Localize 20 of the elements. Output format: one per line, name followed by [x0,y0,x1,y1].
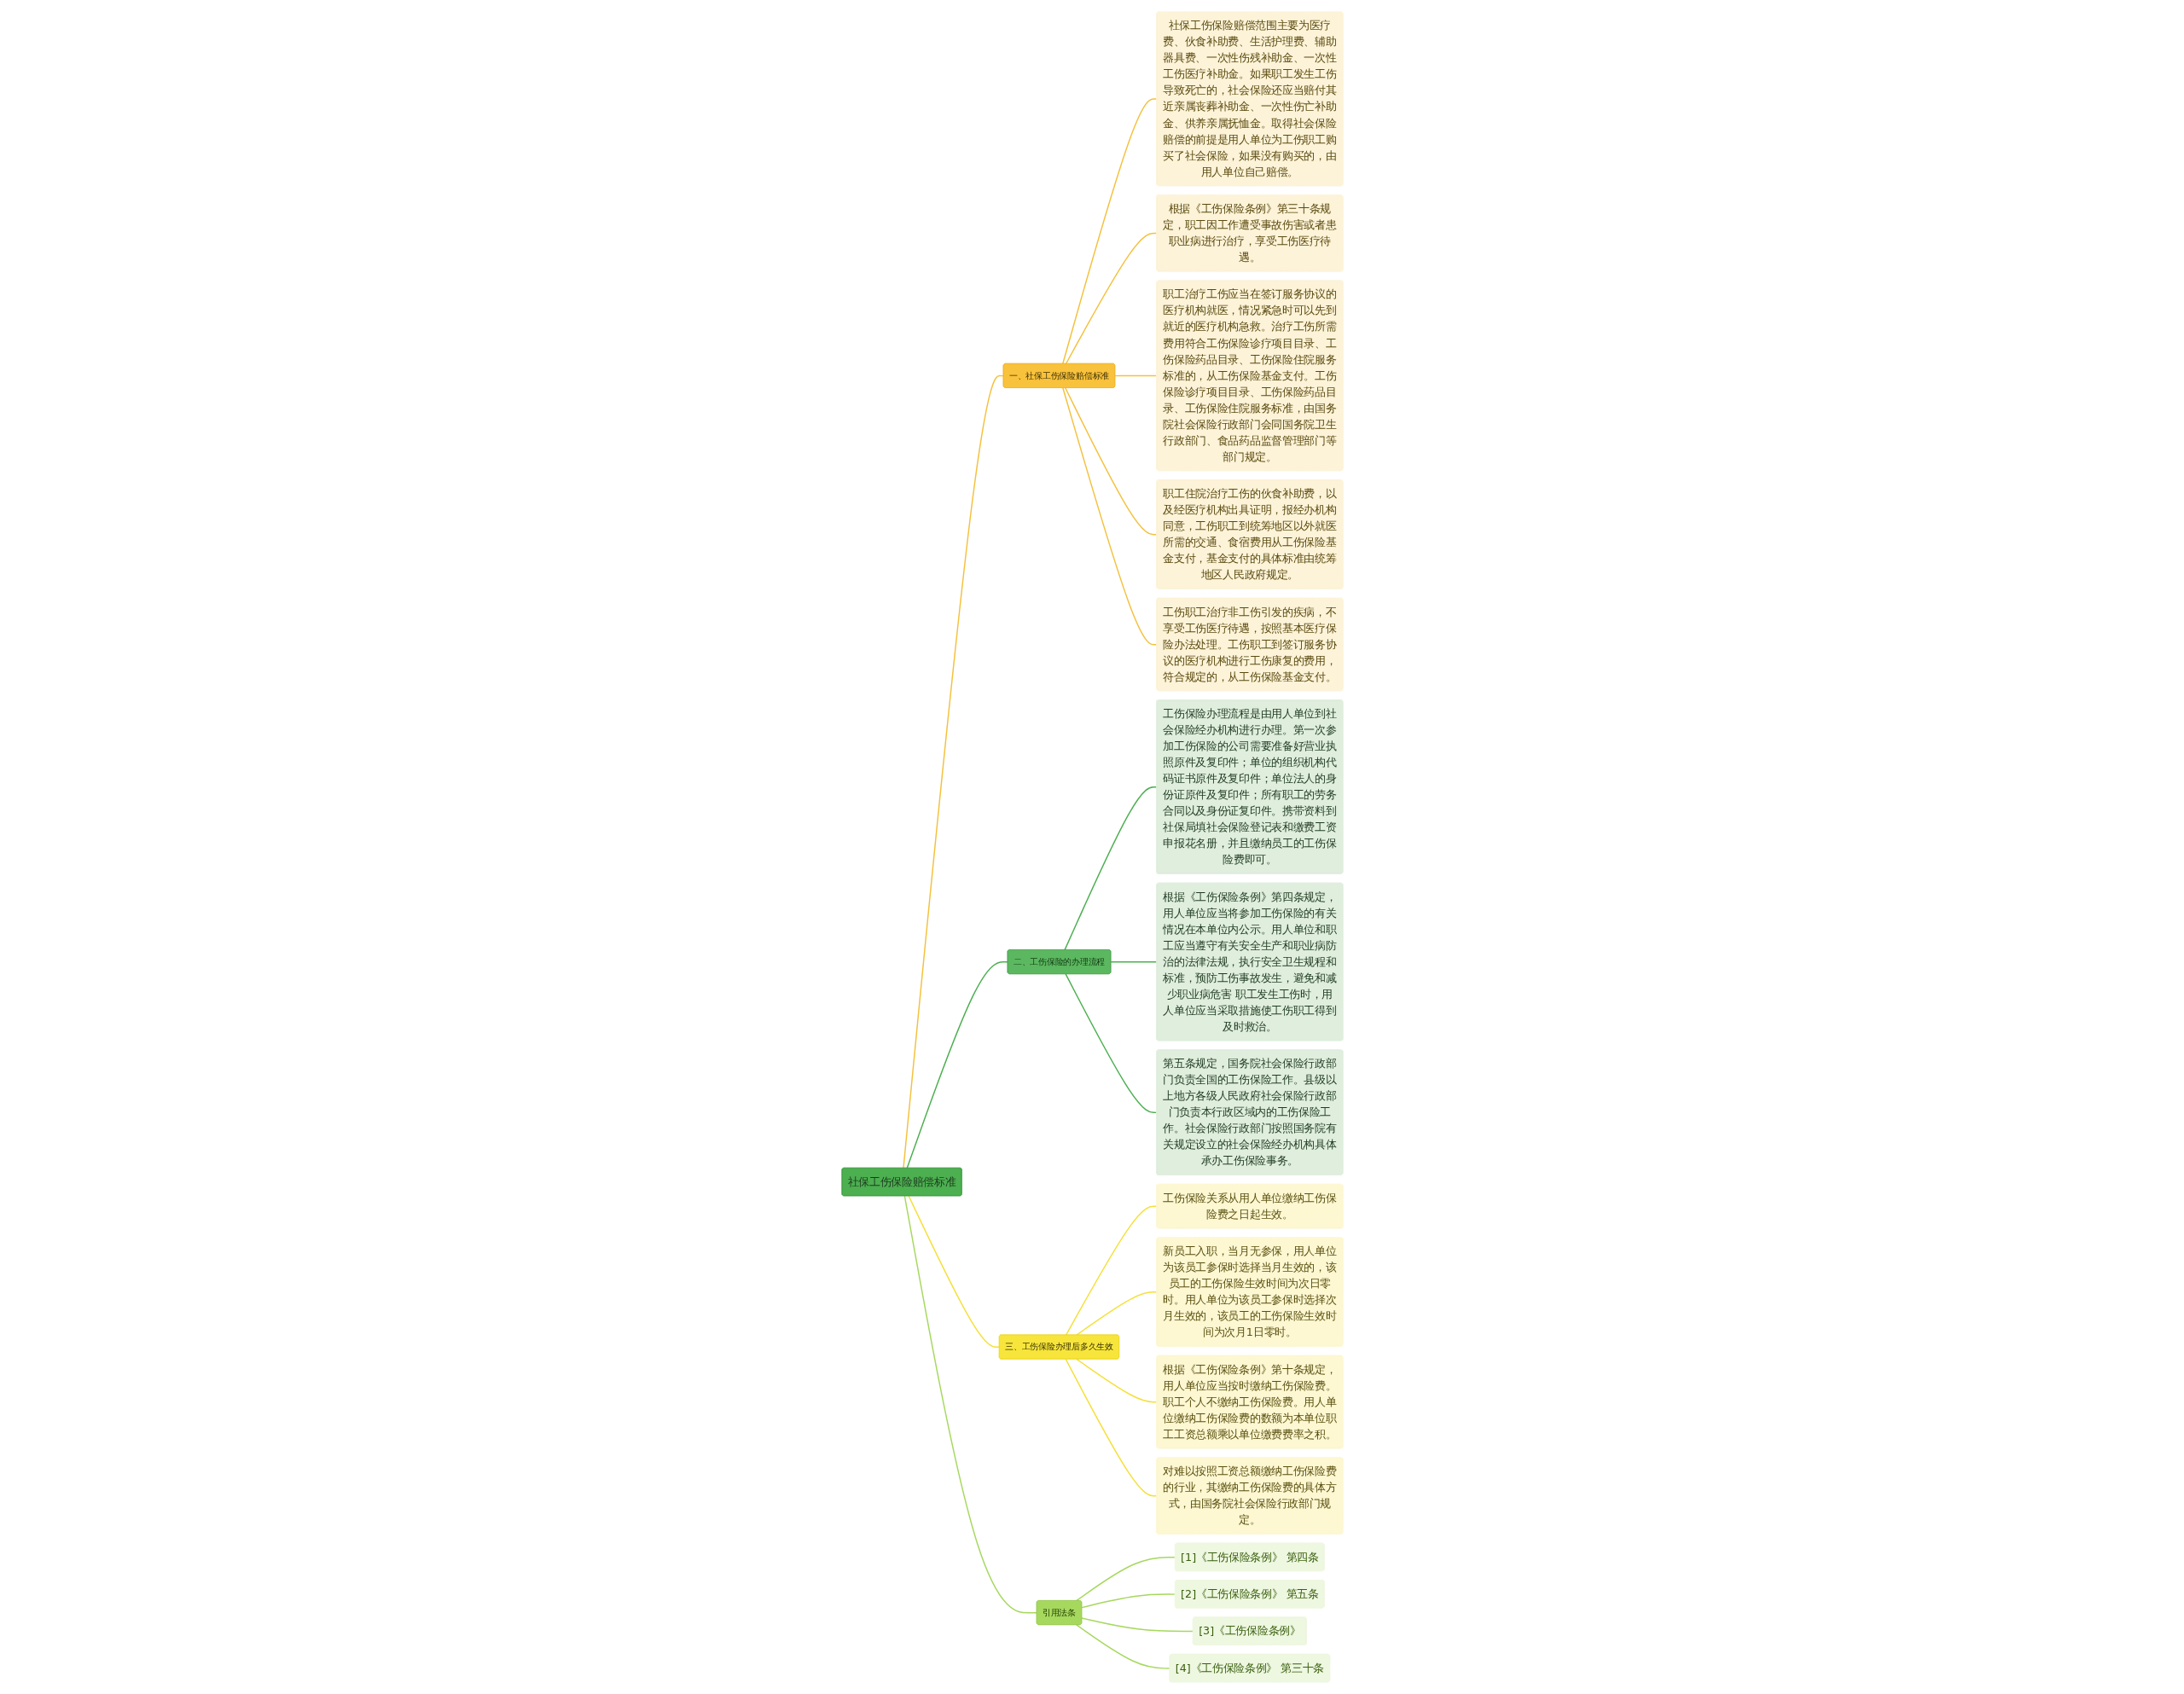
connector [1061,98,1158,365]
connector [906,961,1008,1169]
connector [1065,232,1158,365]
connector [1065,1205,1158,1336]
connector [1075,1358,1158,1403]
connector [1075,1291,1158,1336]
connector [1075,1556,1176,1602]
connector [1075,1624,1170,1669]
connector [907,1195,1000,1349]
connector [1113,374,1158,377]
connector [1080,1593,1176,1609]
connector [1064,973,1158,1114]
connector [1064,387,1158,536]
connector [1063,786,1158,951]
connector [903,1195,1037,1614]
connector [1061,387,1158,646]
connector [1080,1617,1194,1633]
connector [1109,960,1158,963]
connector [902,374,1004,1169]
connector [1064,1358,1158,1497]
